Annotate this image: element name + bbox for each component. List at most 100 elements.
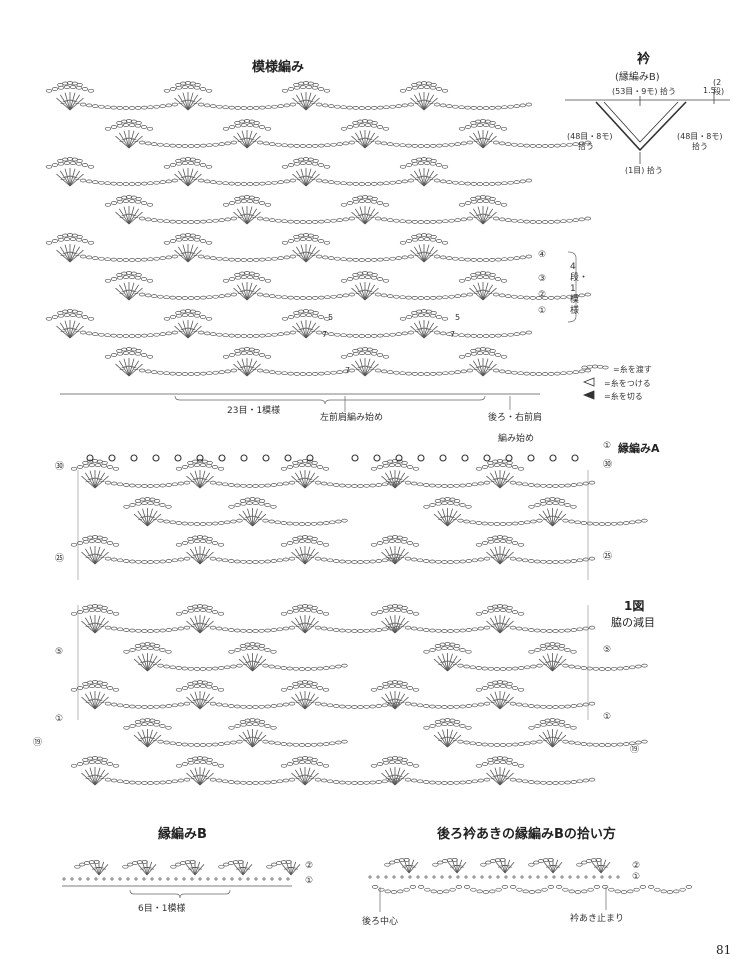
treble-stitch [189, 693, 201, 710]
chain-stitch [398, 858, 405, 862]
chain-stitch [542, 858, 549, 862]
chain-stitch [264, 704, 271, 709]
treble-stitch [300, 320, 307, 339]
chain-stitch [420, 233, 428, 237]
chain-stitch [112, 611, 120, 616]
chain-stitch [334, 180, 341, 185]
chain-stitch [146, 278, 154, 283]
chain-stitch [522, 558, 529, 563]
chain-stitch [187, 85, 195, 89]
treble-stitch [494, 691, 501, 710]
chain-stitch [546, 722, 553, 726]
treble-stitch [477, 130, 484, 149]
chain-stitch [264, 202, 272, 207]
chain-stitch [159, 503, 166, 507]
chain-stitch [479, 347, 487, 351]
chain-stitch [493, 522, 501, 526]
chain-stitch [159, 483, 166, 488]
chain-stitch [199, 539, 207, 543]
chain-stitch [274, 741, 281, 746]
chain-stitch [558, 499, 566, 503]
chain-stitch [280, 763, 288, 768]
chain-stitch [320, 702, 328, 707]
chain-stitch [287, 87, 295, 91]
treble-stitch [84, 617, 96, 634]
chain-stitch [496, 756, 504, 760]
treble-stitch [504, 862, 515, 874]
chain-stitch [481, 666, 488, 671]
treble-stitch [291, 475, 306, 489]
chain-stitch [224, 141, 231, 146]
chain-stitch [448, 294, 455, 299]
chain-stitch [340, 126, 348, 131]
treble-stitch [187, 322, 199, 339]
chain-stitch [534, 483, 541, 488]
chain-stitch [79, 254, 87, 259]
chain-stitch [395, 332, 402, 336]
treble-stitch [486, 551, 501, 565]
chain-stitch [363, 559, 370, 564]
chain-stitch [311, 461, 318, 465]
chain-stitch [570, 704, 577, 708]
treble-stitch [499, 472, 511, 489]
chain-stitch [564, 780, 571, 785]
treble-stitch [494, 615, 501, 634]
treble-stitch [305, 249, 320, 263]
chain-stitch [87, 756, 94, 761]
collar-left-pick-2: 拾う [578, 142, 594, 151]
chain-stitch [212, 742, 219, 747]
chain-stitch [249, 718, 256, 722]
chain-stitch [270, 704, 277, 708]
chain-stitch [406, 762, 414, 766]
chain-stitch [666, 890, 674, 894]
chain-stitch [146, 202, 154, 207]
treble-stitch [447, 655, 458, 672]
treble-stitch [447, 729, 453, 748]
treble-stitch [364, 360, 376, 377]
treble-stitch [482, 363, 497, 377]
picot [483, 454, 491, 462]
chain-stitch [163, 88, 171, 93]
chain-stitch [146, 354, 154, 359]
chain-stitch [480, 862, 487, 867]
chain-stitch [171, 178, 179, 183]
treble-stitch [489, 693, 501, 710]
chain-stitch [288, 556, 296, 561]
chain-stitch [129, 704, 136, 709]
treble-stitch [199, 693, 211, 710]
treble-stitch [294, 548, 306, 565]
chain-stitch [562, 887, 569, 892]
treble-stitch [304, 615, 311, 634]
collar-left-pick-1: (48目・8モ) [567, 132, 613, 141]
chain-stitch [92, 256, 99, 260]
chain-stitch [546, 705, 553, 709]
chain-stitch [430, 311, 437, 315]
chain-stitch [423, 483, 430, 487]
chain-stitch [153, 720, 161, 724]
chain-stitch [620, 890, 628, 894]
chain-stitch [222, 779, 229, 784]
chain-stitch [399, 219, 406, 224]
chain-stitch [153, 104, 160, 109]
treble-stitch [242, 655, 253, 672]
chain-stitch [163, 519, 170, 524]
treble-stitch [64, 168, 71, 187]
chain-stitch [566, 370, 573, 375]
chain-stitch [87, 680, 94, 685]
chain-stitch [558, 483, 565, 488]
treble-stitch [408, 862, 419, 874]
chain-stitch [104, 181, 111, 186]
chain-stitch [509, 556, 517, 561]
chain-stitch [447, 705, 454, 709]
treble-stitch [242, 864, 253, 876]
chain-stitch [357, 484, 364, 488]
chain-stitch [153, 644, 161, 648]
chain-stitch [487, 521, 495, 526]
chain-stitch [92, 104, 99, 108]
chain-stitch [122, 199, 130, 203]
treble-stitch [118, 132, 130, 149]
treble-stitch [238, 513, 253, 527]
chain-stitch [378, 887, 385, 892]
chain-stitch [324, 371, 331, 376]
chain-stitch [639, 885, 647, 889]
